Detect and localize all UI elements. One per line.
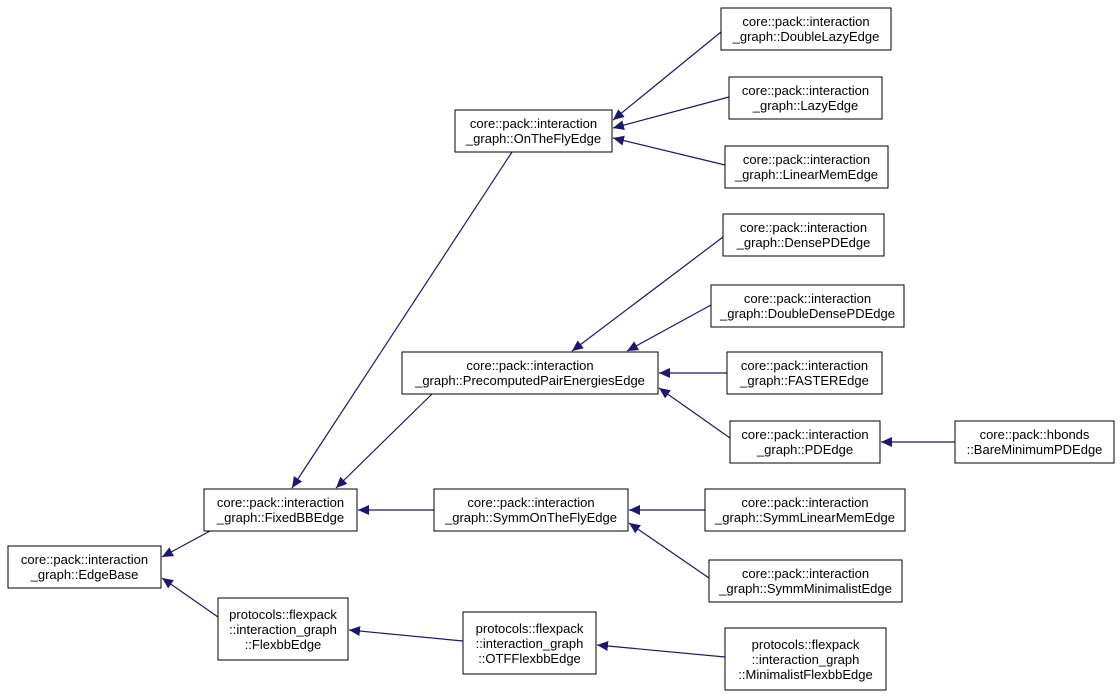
node-box [7,545,162,589]
node-double-lazy-edge[interactable]: core::pack::interaction_graph::DoubleLaz… [720,7,892,51]
inheritance-arrow-precomputed-pair-energies-edge-to-fixed-bb-edge [335,393,433,489]
node-label-line: protocols::flexpack [752,637,860,652]
node-on-the-fly-edge[interactable]: core::pack::interaction_graph::OnTheFlyE… [454,109,613,153]
node-precomputed-pair-energies-edge[interactable]: core::pack::interaction_graph::Precomput… [401,351,659,395]
node-label-line: core::pack::interaction [740,220,867,235]
node-box [217,597,349,661]
node-label-line: _graph::LinearMemEdge [734,167,878,182]
node-box [726,351,883,395]
inheritance-arrow-otf-flexbb-edge-to-flexbb-edge [348,626,464,642]
node-label-line: ::MinimalistFlexbbEdge [738,667,872,682]
node-label-line: core::pack::interaction [742,566,869,581]
node-label-line: _graph::SymmLinearMemEdge [714,510,895,525]
inheritance-arrow-pd-edge-to-precomputed-pair-energies-edge [658,387,731,439]
node-box [724,145,889,189]
node-box [724,627,887,691]
node-label-line: core::pack::interaction [467,495,594,510]
node-faster-edge[interactable]: core::pack::interaction_graph::FASTEREdg… [726,351,883,395]
node-label-line: _graph::PrecomputedPairEnergiesEdge [414,373,645,388]
inheritance-arrow-double-lazy-edge-to-on-the-fly-edge [612,31,722,121]
node-box [454,109,613,153]
node-lazy-edge[interactable]: core::pack::interaction_graph::LazyEdge [728,76,883,120]
node-box [722,213,885,257]
inheritance-arrow-linear-mem-edge-to-on-the-fly-edge [612,135,726,166]
node-bare-minimum-pd-edge[interactable]: core::pack::hbonds::BareMinimumPDEdge [954,420,1115,464]
node-label-line: _graph::EdgeBase [30,567,139,582]
node-box [710,284,905,328]
node-label-line: _graph::DensePDEdge [736,235,871,250]
node-box [433,488,629,532]
node-label-line: protocols::flexpack [476,621,584,636]
node-label-line: core::pack::interaction [217,495,344,510]
node-label-line: _graph::DoubleLazyEdge [732,29,880,44]
node-label-line: ::interaction_graph [476,636,584,651]
node-box [720,7,892,51]
node-otf-flexbb-edge[interactable]: protocols::flexpack::interaction_graph::… [462,611,597,675]
node-label-line: core::pack::interaction [741,427,868,442]
node-label-line: _graph::SymmMinimalistEdge [718,581,892,596]
inheritance-arrow-lazy-edge-to-on-the-fly-edge [612,96,730,130]
inheritance-arrow-flexbb-edge-to-edge-base [161,577,219,618]
inheritance-arrow-minimalist-flexbb-edge-to-otf-flexbb-edge [596,641,726,658]
node-box [704,488,906,532]
node-label-line: core::pack::interaction [470,116,597,131]
node-label-line: ::interaction_graph [229,622,337,637]
inheritance-arrow-on-the-fly-edge-to-fixed-bb-edge [291,151,513,489]
node-double-dense-pd-edge[interactable]: core::pack::interaction_graph::DoubleDen… [710,284,905,328]
node-symm-linear-mem-edge[interactable]: core::pack::interaction_graph::SymmLinea… [704,488,906,532]
node-box [954,420,1115,464]
node-label-line: _graph::SymmOnTheFlyEdge [444,510,617,525]
node-label-line: core::pack::interaction [744,291,871,306]
node-label-line: core::pack::interaction [743,152,870,167]
node-label-line: ::OTFFlexbbEdge [478,651,581,666]
node-box [708,559,903,603]
inheritance-arrow-fixed-bb-edge-to-edge-base [161,530,211,558]
node-label-line: core::pack::interaction [742,83,869,98]
node-label-line: ::interaction_graph [752,652,860,667]
node-label-line: _graph::PDEdge [756,442,853,457]
node-label-line: ::BareMinimumPDEdge [967,442,1103,457]
node-label-line: core::pack::interaction [21,552,148,567]
node-label-line: ::FlexbbEdge [245,637,322,652]
node-label-line: _graph::LazyEdge [752,98,859,113]
node-minimalist-flexbb-edge[interactable]: protocols::flexpack::interaction_graph::… [724,627,887,691]
node-pd-edge[interactable]: core::pack::interaction_graph::PDEdge [729,420,881,464]
node-label-line: _graph::OnTheFlyEdge [465,131,601,146]
node-label-line: core::pack::interaction [466,358,593,373]
node-flexbb-edge[interactable]: protocols::flexpack::interaction_graph::… [217,597,349,661]
inheritance-arrow-double-dense-pd-edge-to-precomputed-pair-energies-edge [626,304,712,352]
node-symm-minimalist-edge[interactable]: core::pack::interaction_graph::SymmMinim… [708,559,903,603]
node-box [462,611,597,675]
node-box [729,420,881,464]
node-box [728,76,883,120]
inheritance-arrow-symm-minimalist-edge-to-symm-on-the-fly-edge [628,522,710,579]
node-label-line: core::pack::interaction [741,358,868,373]
node-label-line: _graph::DoubleDensePDEdge [719,306,895,321]
node-label-line: core::pack::interaction [741,495,868,510]
node-label-line: _graph::FixedBBEdge [216,510,344,525]
node-dense-pd-edge[interactable]: core::pack::interaction_graph::DensePDEd… [722,213,885,257]
node-label-line: core::pack::interaction [742,14,869,29]
node-fixed-bb-edge[interactable]: core::pack::interaction_graph::FixedBBEd… [203,488,358,532]
node-label-line: core::pack::hbonds [980,427,1090,442]
node-symm-on-the-fly-edge[interactable]: core::pack::interaction_graph::SymmOnThe… [433,488,629,532]
node-linear-mem-edge[interactable]: core::pack::interaction_graph::LinearMem… [724,145,889,189]
node-box [401,351,659,395]
node-label-line: protocols::flexpack [229,607,337,622]
node-box [203,488,358,532]
inheritance-arrow-dense-pd-edge-to-precomputed-pair-energies-edge [571,236,724,352]
node-edge-base[interactable]: core::pack::interaction_graph::EdgeBase [7,545,162,589]
node-label-line: _graph::FASTEREdge [739,373,869,388]
